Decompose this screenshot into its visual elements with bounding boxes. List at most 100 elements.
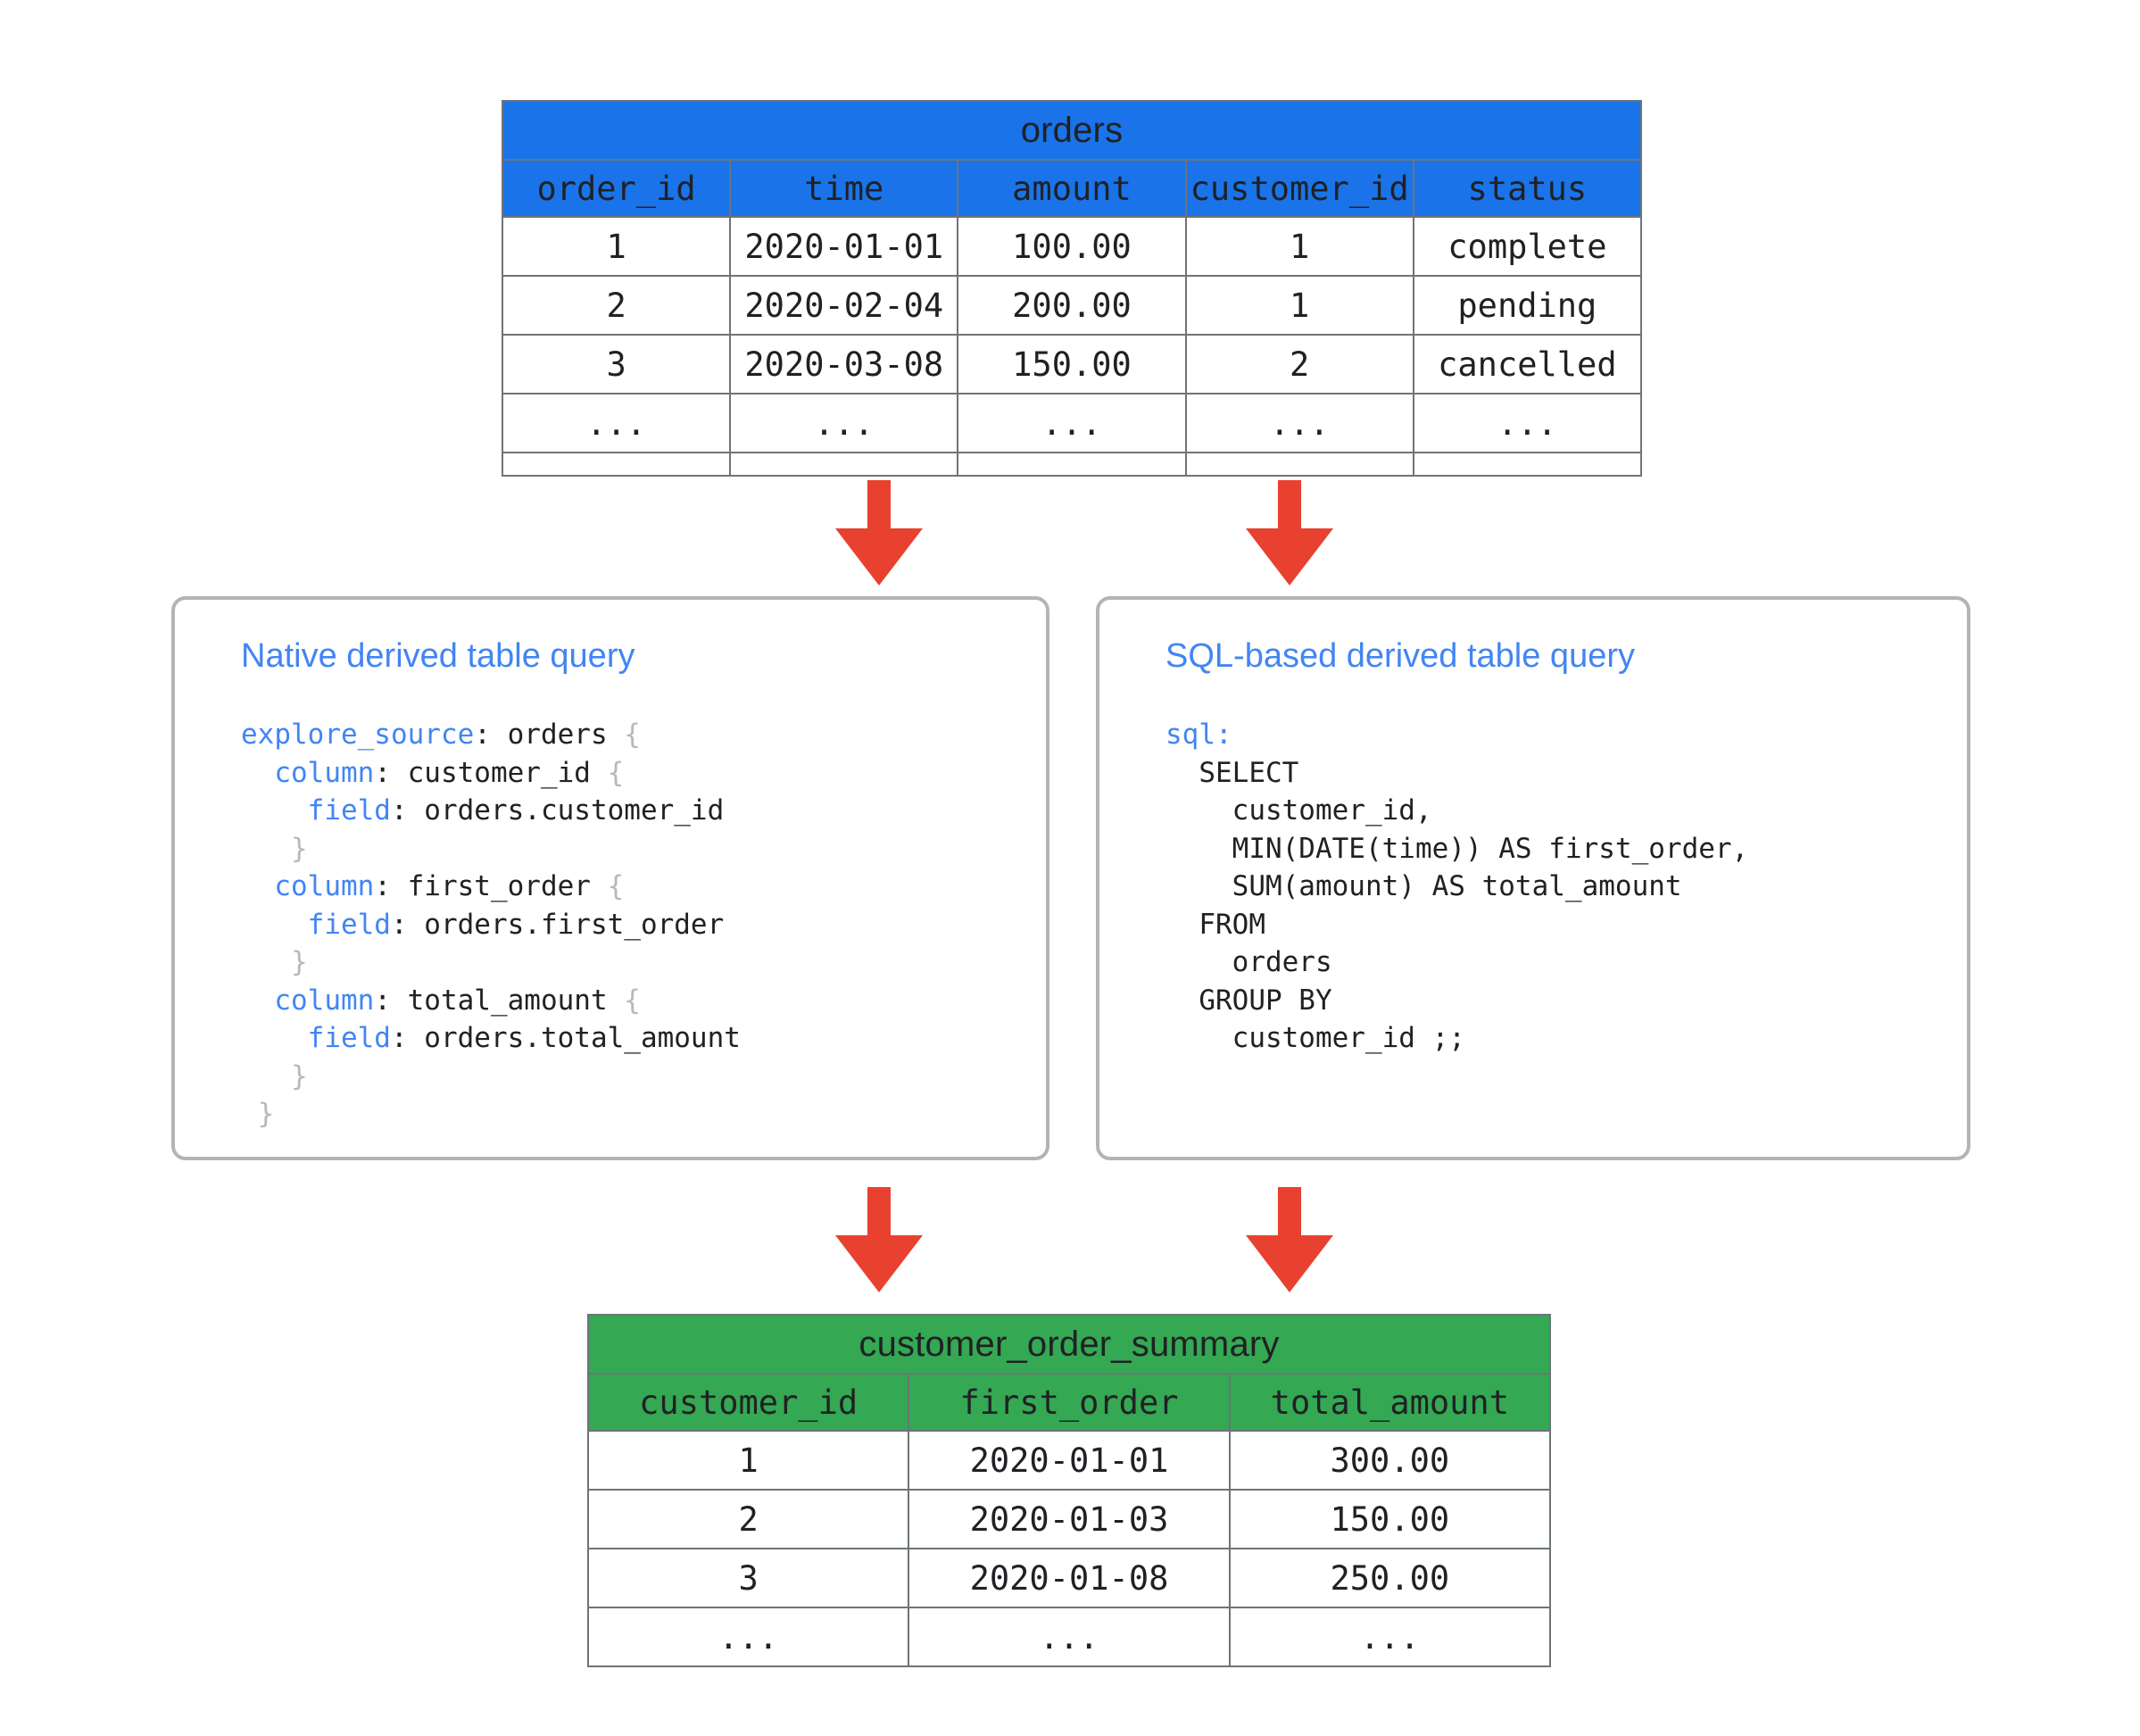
orders-table-body: 1 2020-01-01 100.00 1 complete 2 2020-02… — [501, 216, 1643, 477]
code-token: field — [307, 794, 391, 826]
code-token — [241, 984, 274, 1017]
arrow-sql-to-summary-icon — [1246, 1187, 1333, 1292]
code-token: orders — [1165, 946, 1332, 978]
code-token: } — [291, 1059, 308, 1092]
code-token — [241, 794, 308, 826]
code-token — [241, 909, 308, 941]
table-row: 3 2020-03-08 150.00 2 cancelled — [501, 334, 1643, 395]
code-token — [241, 1098, 258, 1130]
cell-status — [1412, 452, 1643, 477]
orders-column-order-id: order_id — [501, 159, 732, 218]
code-token — [241, 833, 291, 865]
cell-status: cancelled — [1412, 334, 1643, 395]
cell-amount: 200.00 — [957, 275, 1187, 336]
cell-customer-id: 1 — [586, 1430, 910, 1491]
cell-amount: 150.00 — [957, 334, 1187, 395]
orders-table-title-row: orders — [502, 100, 1642, 161]
native-card-title: Native derived table query — [241, 637, 635, 675]
cell-status: complete — [1412, 216, 1643, 277]
summary-table-body: 1 2020-01-01 300.00 2 2020-01-03 150.00 … — [586, 1430, 1552, 1667]
code-token — [241, 757, 274, 789]
cell-total-amount: 150.00 — [1228, 1489, 1552, 1549]
cell-time: 2020-01-01 — [729, 216, 959, 277]
cell-customer-id: 2 — [1184, 334, 1414, 395]
cell-time — [729, 452, 959, 477]
code-token: explore_source — [241, 718, 475, 751]
cell-status: ... — [1412, 393, 1643, 453]
code-token: : customer_id — [374, 756, 608, 789]
cell-amount: 100.00 — [957, 216, 1187, 277]
code-token: { — [624, 718, 641, 751]
cell-total-amount: 250.00 — [1228, 1548, 1552, 1608]
code-token — [241, 946, 291, 978]
table-row-clipped — [501, 452, 1643, 477]
cell-amount: ... — [957, 393, 1187, 453]
cell-time: 2020-02-04 — [729, 275, 959, 336]
cell-order-id: ... — [501, 393, 732, 453]
sql-code-block: sql: SELECT customer_id, MIN(DATE(time))… — [1165, 716, 1748, 1058]
arrow-orders-to-native-icon — [835, 480, 923, 586]
code-token: : orders.customer_id — [390, 794, 725, 826]
cell-order-id: 1 — [501, 216, 732, 277]
cell-time: 2020-03-08 — [729, 334, 959, 395]
summary-table-title: customer_order_summary — [587, 1314, 1551, 1375]
table-row: 2 2020-02-04 200.00 1 pending — [501, 275, 1643, 336]
code-token: : orders.total_amount — [390, 1022, 741, 1054]
code-token: MIN(DATE(time)) AS first_order, — [1165, 832, 1749, 865]
orders-column-amount: amount — [957, 159, 1187, 218]
orders-column-customer-id: customer_id — [1184, 159, 1414, 218]
cell-order-id: 2 — [501, 275, 732, 336]
code-token: : orders.first_order — [390, 908, 725, 941]
orders-table-title: orders — [502, 100, 1642, 161]
sql-derived-table-card: SQL-based derived table query sql: SELEC… — [1096, 596, 1970, 1160]
cell-status: pending — [1412, 275, 1643, 336]
code-token: : orders — [474, 718, 625, 751]
code-token: FROM — [1165, 908, 1265, 941]
code-token: { — [607, 870, 625, 902]
code-token: column — [274, 984, 375, 1017]
code-token — [241, 1022, 308, 1054]
code-token: : total_amount — [374, 984, 625, 1017]
cell-first-order: 2020-01-03 — [908, 1489, 1231, 1549]
summary-table-header: customer_order_summary customer_id first… — [586, 1314, 1552, 1432]
summary-column-customer-id: customer_id — [586, 1373, 910, 1432]
code-token: { — [624, 984, 641, 1017]
table-row: 1 2020-01-01 300.00 — [586, 1430, 1552, 1491]
native-derived-table-card: Native derived table query explore_sourc… — [171, 596, 1049, 1160]
code-token — [241, 870, 274, 902]
cell-customer-id — [1184, 452, 1414, 477]
native-code-block: explore_source: orders { column: custome… — [241, 716, 741, 1134]
cell-order-id — [501, 452, 732, 477]
table-row: 3 2020-01-08 250.00 — [586, 1548, 1552, 1608]
cell-time: ... — [729, 393, 959, 453]
code-token: field — [307, 1022, 391, 1054]
orders-table: orders order_id time amount customer_id … — [501, 100, 1643, 477]
orders-table-header: orders order_id time amount customer_id … — [501, 100, 1643, 218]
code-token: } — [291, 946, 308, 978]
cell-first-order: 2020-01-08 — [908, 1548, 1231, 1608]
code-token: field — [307, 908, 391, 941]
summary-column-total-amount: total_amount — [1228, 1373, 1552, 1432]
cell-customer-id: ... — [1184, 393, 1414, 453]
code-token: customer_id ;; — [1165, 1022, 1465, 1054]
cell-customer-id: 1 — [1184, 275, 1414, 336]
summary-column-first-order: first_order — [908, 1373, 1231, 1432]
table-row-ellipsis: ... ... ... ... ... — [501, 393, 1643, 453]
cell-first-order: 2020-01-01 — [908, 1430, 1231, 1491]
code-token: column — [274, 870, 375, 902]
cell-first-order: ... — [908, 1607, 1231, 1667]
code-token: GROUP BY — [1165, 984, 1332, 1017]
code-token: } — [257, 1098, 275, 1130]
code-token: SELECT — [1165, 756, 1299, 789]
code-token: SUM(amount) AS total_amount — [1165, 870, 1682, 902]
cell-total-amount: ... — [1228, 1607, 1552, 1667]
customer-order-summary-table: customer_order_summary customer_id first… — [586, 1314, 1552, 1667]
summary-table-column-row: customer_id first_order total_amount — [586, 1373, 1552, 1432]
code-token: sql: — [1165, 718, 1232, 751]
code-token: column — [274, 756, 375, 789]
arrow-orders-to-sql-icon — [1246, 480, 1333, 586]
table-row: 2 2020-01-03 150.00 — [586, 1489, 1552, 1549]
orders-table-column-row: order_id time amount customer_id status — [501, 159, 1643, 218]
summary-table-title-row: customer_order_summary — [587, 1314, 1551, 1375]
